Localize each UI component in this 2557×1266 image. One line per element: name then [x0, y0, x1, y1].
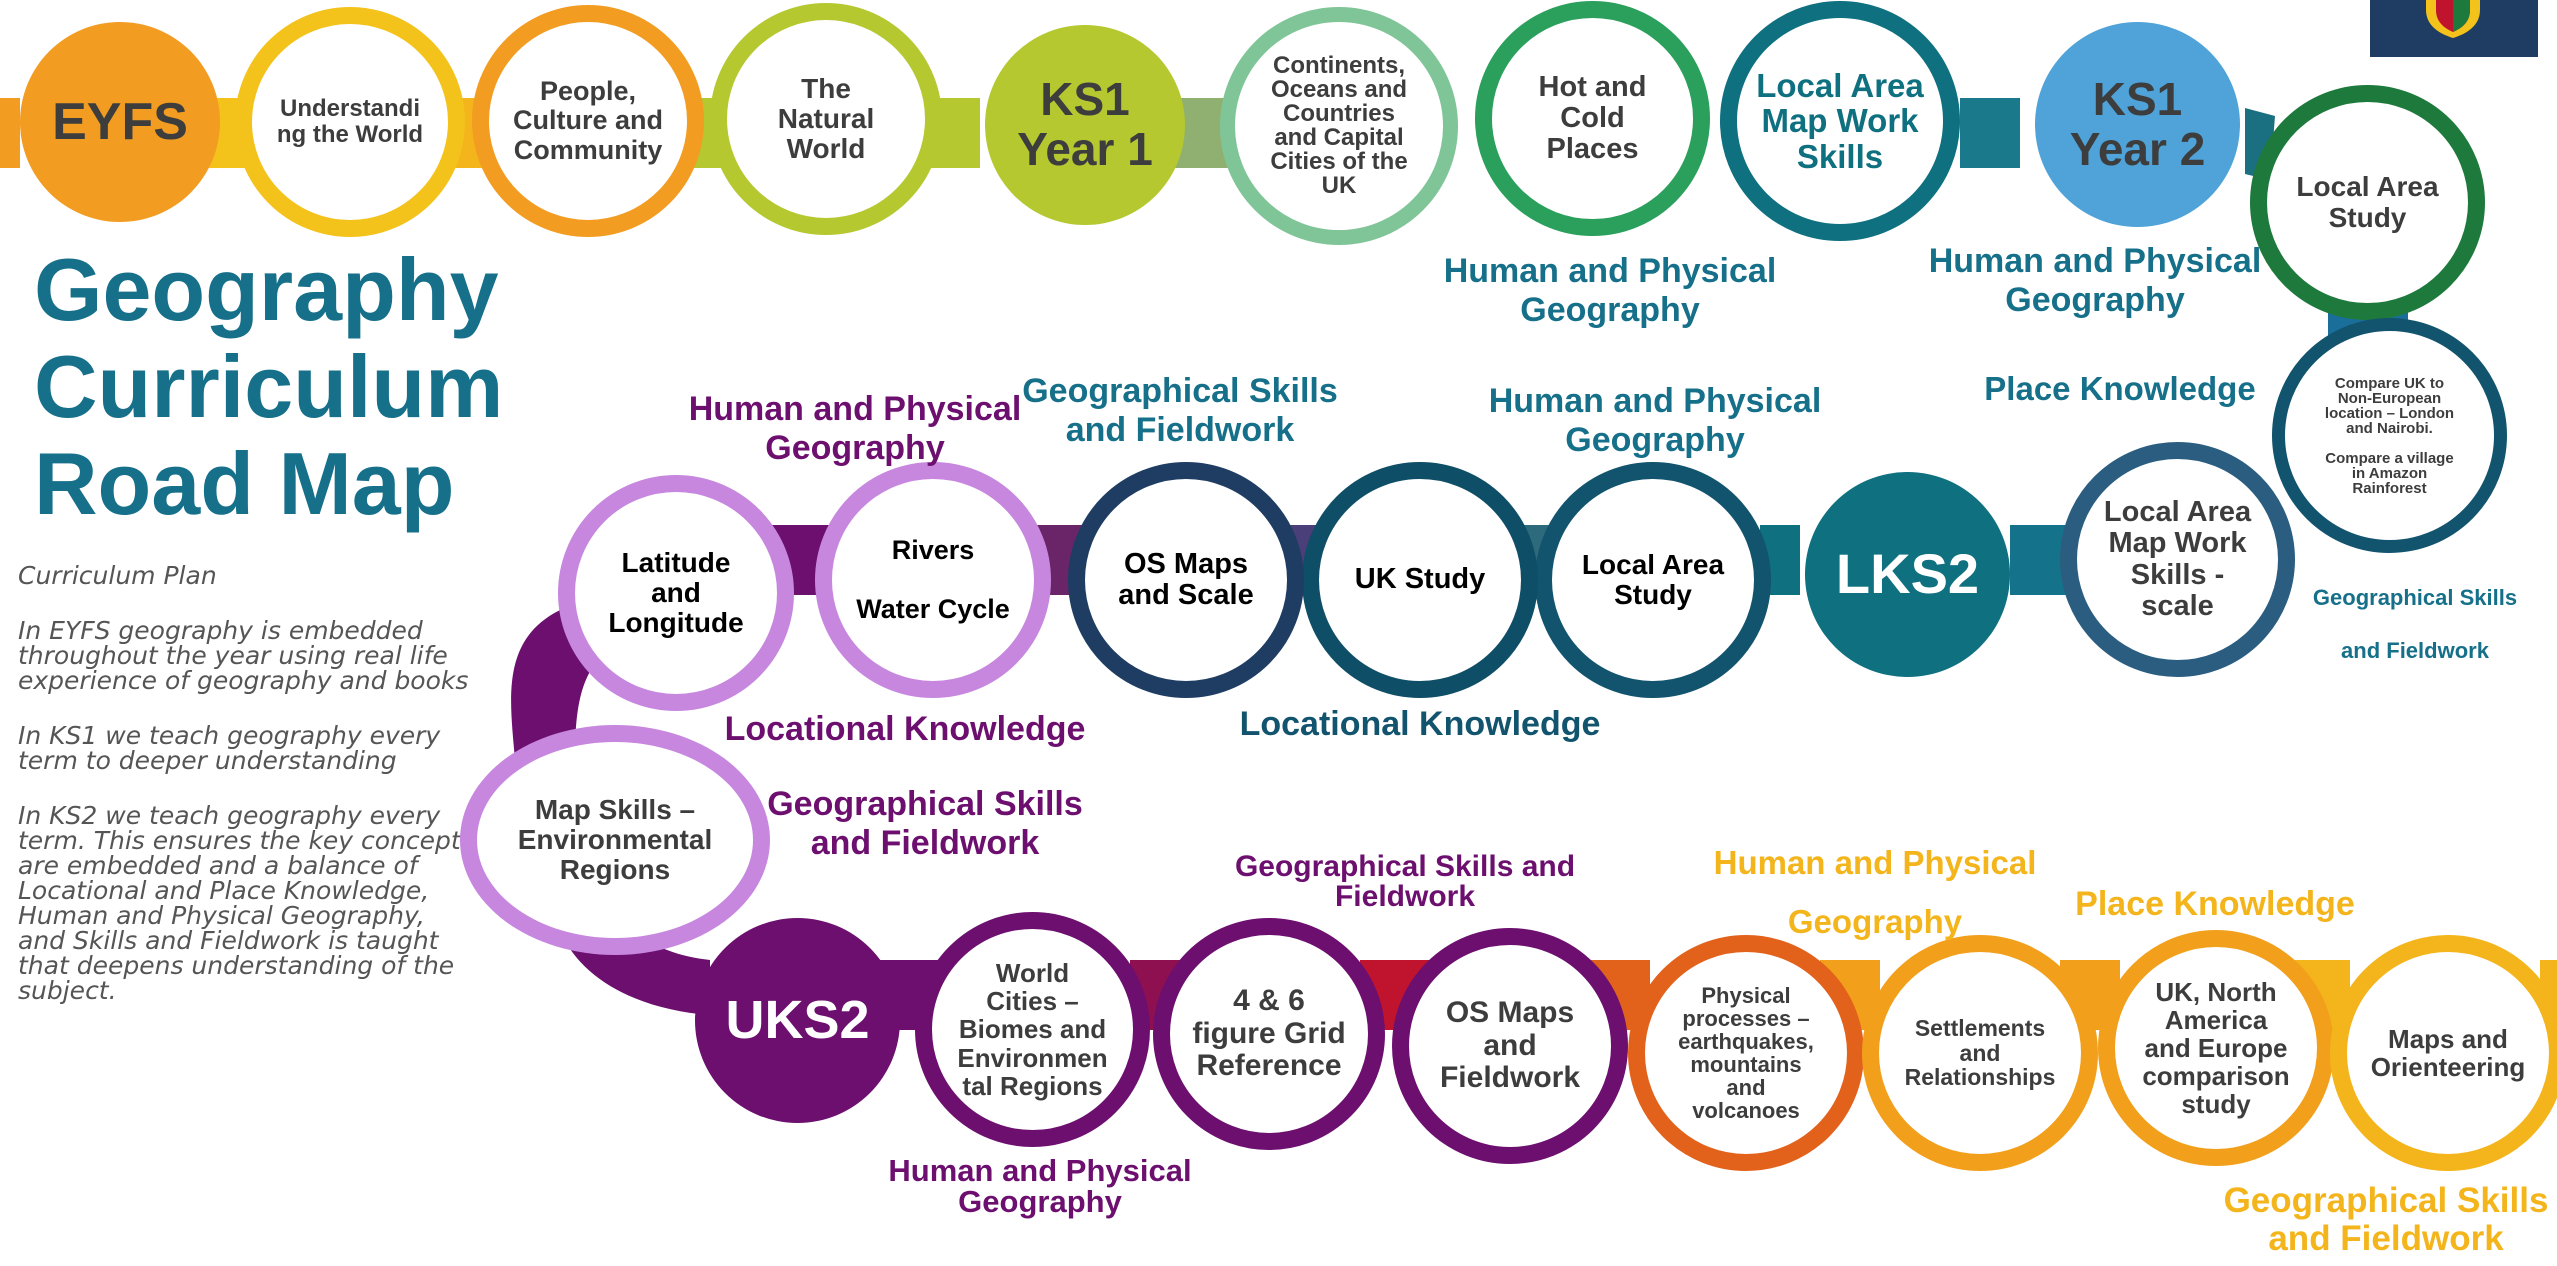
- stage-lks2: LKS2: [1805, 472, 2010, 677]
- stage-ks1-year1: KS1 Year 1: [985, 25, 1185, 225]
- label-place-knowledge-row1: Place Knowledge: [1984, 370, 2256, 407]
- label-hpg-row3-right: Human and Physical Geography: [1713, 844, 2037, 941]
- stage-eyfs: EYFS: [20, 22, 220, 222]
- stage-ks1-year2: KS1 Year 2: [2035, 22, 2240, 227]
- label-locational-row2-left: Locational Knowledge: [724, 710, 1086, 748]
- topic-local-area-study-y2: Local Area Study: [2250, 85, 2485, 320]
- curriculum-intro: Curriculum Plan In EYFS geography is emb…: [18, 563, 478, 1033]
- topic-physical-processes: Physical processes – earthquakes, mounta…: [1628, 935, 1864, 1171]
- topic-latitude-longitude: Latitude and Longitude: [558, 475, 794, 711]
- intro-paragraph-ks2: In KS2 we teach geography every term. Th…: [18, 801, 474, 1005]
- topic-rivers-water-cycle: Rivers Water Cycle: [815, 462, 1051, 698]
- topic-maps-orienteering: Maps and Orienteering: [2330, 935, 2557, 1171]
- intro-heading: Curriculum Plan: [18, 561, 217, 590]
- label-gsf-row2-mid: Geographical Skills and Fieldwork: [1022, 372, 1338, 450]
- topic-local-map-scale: Local Area Map Work Skills - scale: [2060, 442, 2295, 677]
- topic-world-cities: World Cities – Biomes and Environmen tal…: [915, 912, 1150, 1147]
- label-hpg-row2-right: Human and Physical Geography: [1488, 382, 1822, 460]
- label-gsf-right: Geographical Skills and Fieldwork: [2312, 585, 2518, 663]
- topic-os-maps-fieldwork: OS Maps and Fieldwork: [1392, 928, 1628, 1164]
- topic-local-area-map-skills: Local Area Map Work Skills: [1720, 1, 1960, 241]
- label-hpg-row1-a: Human and Physical Geography: [1443, 252, 1777, 330]
- stage-uks2: UKS2: [695, 918, 900, 1123]
- topic-uk-study: UK Study: [1302, 462, 1538, 698]
- topic-os-maps-scale: OS Maps and Scale: [1068, 462, 1304, 698]
- topic-continents-oceans: Continents, Oceans and Countries and Cap…: [1220, 7, 1458, 245]
- topic-natural-world: The Natural World: [710, 3, 942, 235]
- crest-icon: [2426, 0, 2480, 38]
- label-hpg-row3-bottom: Human and Physical Geography: [888, 1153, 1192, 1219]
- topic-understanding-the-world: Understandi ng the World: [235, 7, 465, 237]
- page-title: Geography Curriculum Road Map: [34, 240, 504, 533]
- topic-people-culture-community: People, Culture and Community: [472, 5, 704, 237]
- label-gsf-row2-left: Geographical Skills and Fieldwork: [767, 785, 1083, 863]
- label-gsf-row3-mid: Geographical Skills and Fieldwork: [1234, 850, 1576, 913]
- topic-compare-uk: Compare UK to Non-European location – Lo…: [2272, 318, 2507, 553]
- topic-local-area-study: Local Area Study: [1535, 462, 1771, 698]
- topic-hot-cold-places: Hot and Cold Places: [1475, 1, 1710, 236]
- intro-paragraph-eyfs: In EYFS geography is embedded throughout…: [18, 616, 469, 695]
- topic-uk-north-america-europe: UK, North America and Europe comparison …: [2098, 930, 2334, 1166]
- label-hpg-row2-left: Human and Physical Geography: [688, 390, 1022, 468]
- label-hpg-row1-b: Human and Physical Geography: [1928, 242, 2262, 320]
- topic-map-skills-environmental: Map Skills – Environmental Regions: [460, 725, 770, 955]
- topic-settlements: Settlements and Relationships: [1862, 935, 2098, 1171]
- intro-paragraph-ks1: In KS1 we teach geography every term to …: [18, 721, 441, 775]
- label-place-knowledge-row3: Place Knowledge: [2075, 885, 2355, 923]
- label-locational-row2-mid: Locational Knowledge: [1239, 705, 1601, 743]
- label-gsf-row3-bottom: Geographical Skills and Fieldwork: [2223, 1181, 2549, 1258]
- topic-grid-reference: 4 & 6 figure Grid Reference: [1153, 918, 1385, 1150]
